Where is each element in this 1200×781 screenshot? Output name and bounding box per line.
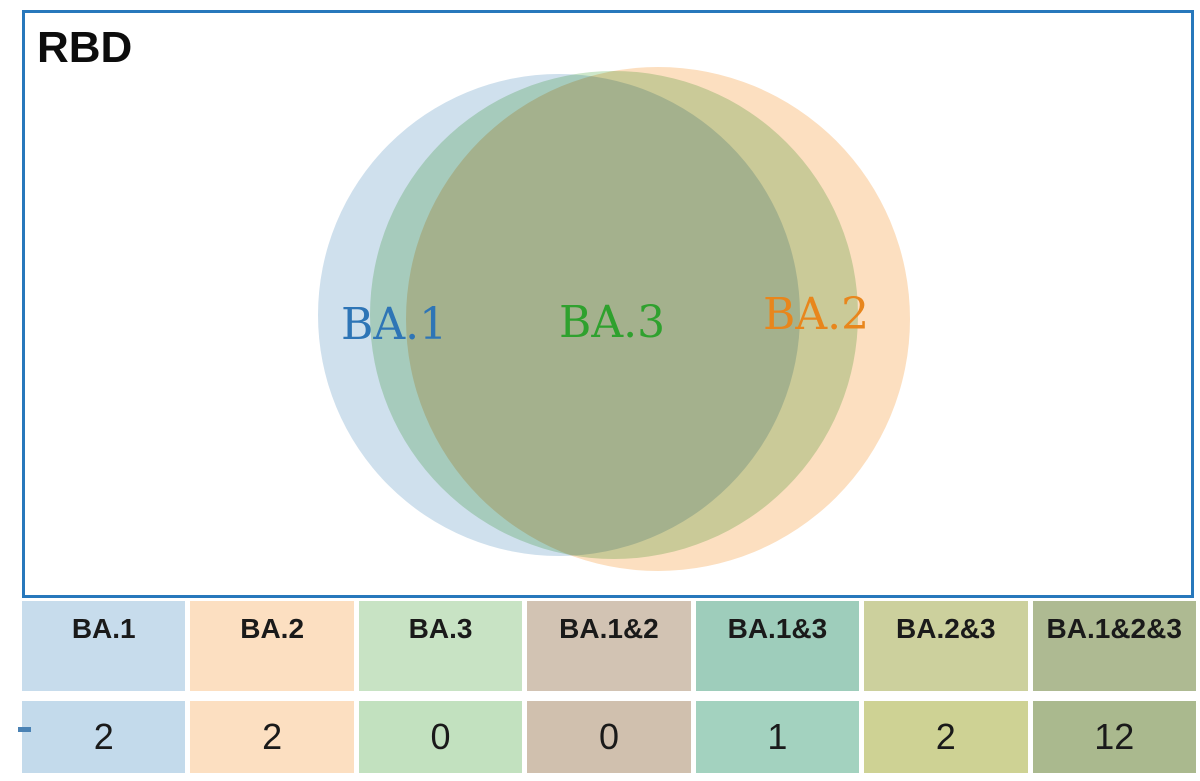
venn-label-ba2: BA.2 bbox=[763, 289, 870, 340]
value-cell-BA.2&3: 2 bbox=[864, 701, 1028, 773]
header-cell-BA.1&2: BA.1&2 bbox=[527, 601, 691, 691]
row-marker-dash bbox=[18, 727, 31, 732]
header-cell-BA.1: BA.1 bbox=[22, 601, 186, 691]
value-cell-BA.1&2&3: 12 bbox=[1032, 701, 1196, 773]
value-cell-BA.1&3: 1 bbox=[695, 701, 860, 773]
rbd-panel: RBD BA.1 BA.3 BA.2 bbox=[22, 10, 1194, 598]
value-cell-BA.1: 2 bbox=[22, 701, 186, 773]
panel-title: RBD bbox=[37, 23, 133, 72]
header-cell-BA.1&2&3: BA.1&2&3 bbox=[1032, 601, 1196, 691]
header-cell-BA.2&3: BA.2&3 bbox=[864, 601, 1028, 691]
venn-label-ba3: BA.3 bbox=[559, 297, 666, 348]
value-cell-BA.2: 2 bbox=[190, 701, 354, 773]
venn-circle-ba2 bbox=[406, 67, 910, 571]
header-cell-BA.3: BA.3 bbox=[358, 601, 523, 691]
venn-label-ba1: BA.1 bbox=[341, 299, 448, 350]
header-cell-BA.2: BA.2 bbox=[190, 601, 354, 691]
header-cell-BA.1&3: BA.1&3 bbox=[695, 601, 860, 691]
value-cell-BA.3: 0 bbox=[358, 701, 523, 773]
venn-diagram bbox=[25, 13, 1191, 595]
value-cell-BA.1&2: 0 bbox=[527, 701, 691, 773]
